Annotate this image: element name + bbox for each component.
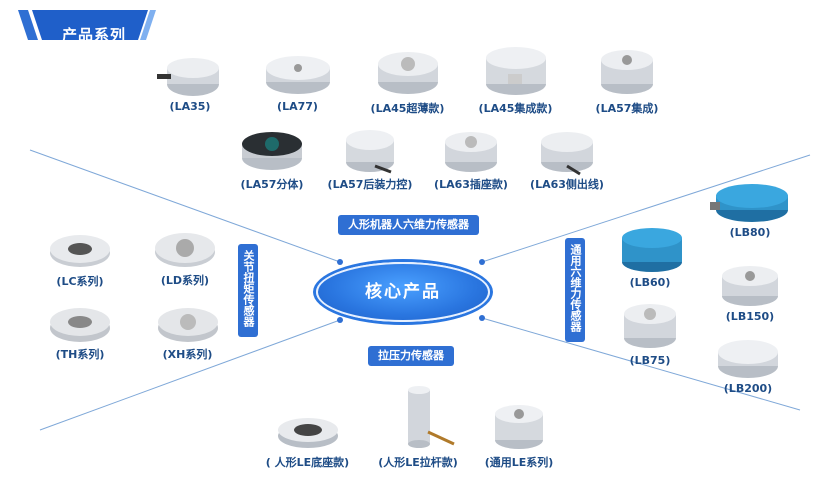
sensor-image: [266, 56, 330, 94]
sensor-image: [722, 266, 778, 306]
sensor-image: [541, 132, 593, 176]
product-la45-thin[interactable]: (LA45超薄款): [360, 44, 455, 116]
product-th-series[interactable]: (TH系列): [45, 298, 115, 362]
product-lb60[interactable]: (LB60): [610, 222, 690, 289]
category-tension[interactable]: 拉压力传感器: [368, 346, 454, 366]
sensor-image: [718, 340, 778, 378]
product-ld-series[interactable]: (LD系列): [150, 222, 220, 288]
product-lb80[interactable]: (LB80): [705, 180, 795, 239]
product-le-base[interactable]: ( 人形LE底座款): [255, 398, 360, 470]
product-lb75[interactable]: (LB75): [610, 298, 690, 367]
category-humanoid-6axis[interactable]: 人形机器人六维力传感器: [338, 215, 479, 235]
sensor-image: [155, 233, 215, 267]
product-la57-rear[interactable]: (LA57后装力控): [318, 124, 422, 192]
sensor-image: [408, 386, 455, 448]
product-lc-series[interactable]: (LC系列): [45, 225, 115, 289]
sensor-image: [277, 418, 338, 448]
sensor-image: [486, 47, 546, 95]
product-xh-series[interactable]: (XH系列): [150, 298, 225, 362]
sensor-image: [242, 132, 302, 170]
product-lb200[interactable]: (LB200): [708, 336, 788, 395]
sensor-image: [346, 130, 394, 174]
sensor-image: [710, 184, 788, 222]
sensor-image: [495, 405, 543, 449]
sensor-image: [50, 235, 110, 267]
category-label: 通用六维力传感器: [569, 244, 582, 332]
core-products-badge[interactable]: 核心产品: [316, 262, 490, 322]
product-le-rod[interactable]: (人形LE拉杆款): [368, 386, 468, 470]
sensor-image: [157, 308, 218, 342]
sensor-image: [378, 52, 438, 94]
product-la45-integrated[interactable]: (LA45集成款): [468, 40, 563, 116]
product-la63-side[interactable]: (LA63侧出线): [522, 126, 612, 192]
product-la63-socket[interactable]: (LA63插座款): [426, 126, 516, 192]
product-la35[interactable]: (LA35): [150, 50, 230, 113]
product-le-general[interactable]: (通用LE系列): [474, 396, 564, 470]
product-lb150[interactable]: (LB150): [710, 258, 790, 323]
sensor-image: [601, 50, 653, 94]
product-la57-integrated[interactable]: (LA57集成): [582, 40, 672, 116]
category-joint-torque[interactable]: 关节扭矩传感器: [238, 244, 258, 337]
category-general-6axis[interactable]: 通用六维力传感器: [565, 238, 585, 342]
sensor-image: [445, 132, 497, 172]
page-title: 产品系列: [62, 26, 127, 44]
sensor-image: [50, 308, 110, 342]
category-label: 关节扭矩传感器: [242, 250, 255, 327]
sensor-image: [624, 304, 676, 348]
sensor-image: [622, 228, 682, 272]
product-la77[interactable]: (LA77): [255, 46, 340, 113]
product-la57-split[interactable]: (LA57分体): [232, 124, 312, 192]
sensor-image: [157, 58, 219, 96]
header-tab: 产品系列: [18, 10, 156, 44]
